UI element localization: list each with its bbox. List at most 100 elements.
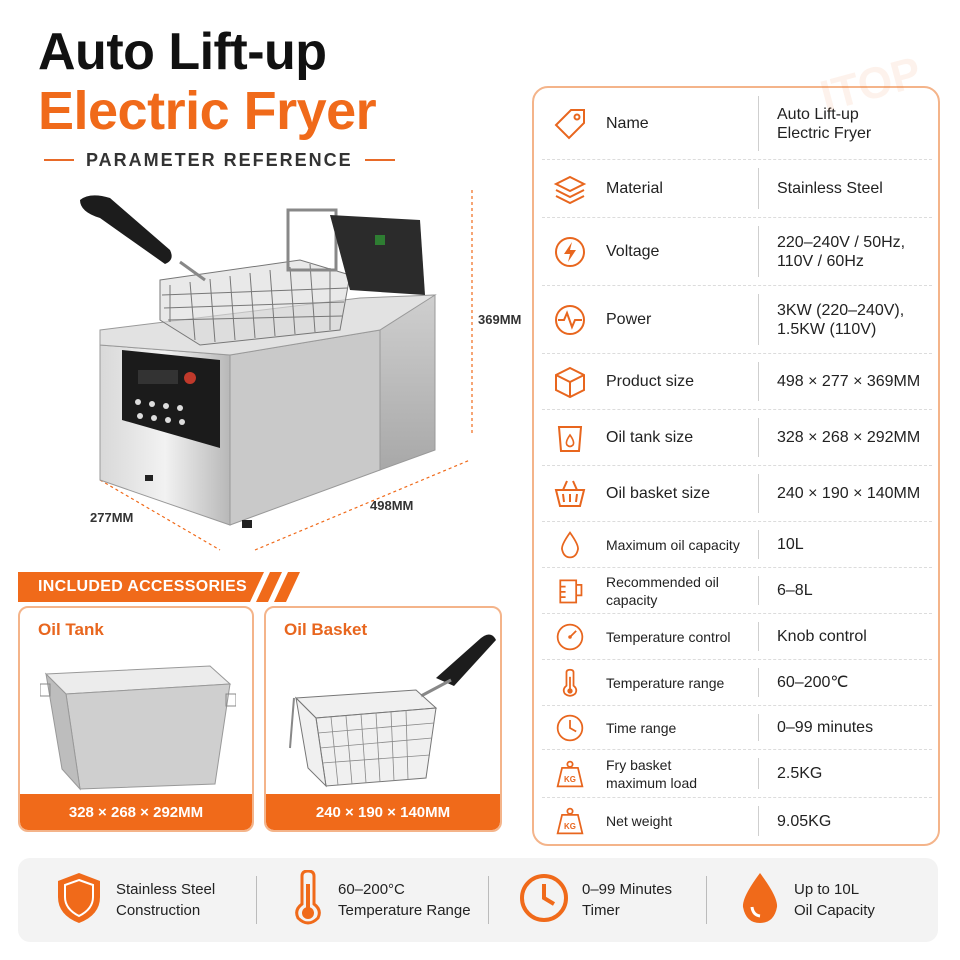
feature-text-line: Oil Capacity xyxy=(794,902,875,919)
weight-icon: KG xyxy=(542,759,598,789)
spec-value: 220–240V / 50Hz,110V / 60Hz xyxy=(759,233,932,271)
thermometer-icon xyxy=(542,668,598,698)
feature-text-line: Stainless Steel xyxy=(116,881,216,898)
spec-label-line: maximum load xyxy=(606,774,698,791)
divider xyxy=(256,876,257,924)
divider xyxy=(758,668,759,697)
spec-value: 9.05KG xyxy=(777,812,832,830)
divider xyxy=(758,226,759,277)
subtitle-rule-right xyxy=(364,159,395,161)
spec-value: 60–200℃ xyxy=(777,674,849,691)
oil-basket-image xyxy=(289,634,496,788)
accessories-header-text: INCLUDED ACCESSORIES xyxy=(38,578,247,595)
accessory-caption: 328 × 268 × 292MM xyxy=(20,794,252,830)
feature-oil-capacity: Up to 10L Oil Capacity xyxy=(738,858,875,942)
spec-value: 240 × 190 × 140MM xyxy=(777,485,921,502)
spec-row-product-size: Product size 498 × 277 × 369MM xyxy=(542,354,932,410)
spec-value: 328 × 268 × 292MM xyxy=(777,429,921,446)
weight-icon-text: KG xyxy=(564,822,576,831)
spec-label: Temperature range xyxy=(606,674,725,691)
spec-value: 0–99 minutes xyxy=(777,719,874,736)
feature-text: Up to 10L Oil Capacity xyxy=(794,879,875,921)
divider xyxy=(758,96,759,151)
spec-value-line: Electric Fryer xyxy=(777,124,872,142)
layers-icon xyxy=(542,172,598,206)
gauge-icon xyxy=(542,622,598,652)
accessory-oil-tank: Oil Tank 328 × 268 × 292MM xyxy=(18,606,254,832)
divider xyxy=(758,294,759,345)
feature-text-line: Up to 10L xyxy=(794,881,860,898)
subtitle: PARAMETER REFERENCE xyxy=(86,149,353,170)
divider xyxy=(758,362,759,401)
lightning-icon xyxy=(542,235,598,269)
divider xyxy=(758,576,759,605)
weight-icon: KG xyxy=(542,806,598,836)
tag-icon xyxy=(542,107,598,141)
title-line-1: Auto Lift-up xyxy=(38,23,327,81)
spec-value: 6–8L xyxy=(777,582,813,599)
accessory-label: Oil Tank xyxy=(38,620,104,639)
product-image: 369MM 498MM 277MM xyxy=(30,180,521,560)
spec-label: Temperature control xyxy=(606,628,731,645)
box-icon xyxy=(542,365,598,399)
feature-text-line: 0–99 Minutes xyxy=(582,881,673,898)
measuring-cup-icon xyxy=(542,576,598,606)
subtitle-rule-left xyxy=(44,159,74,161)
spec-value-line: 3KW (220–240V), xyxy=(777,301,905,319)
divider xyxy=(758,418,759,457)
divider xyxy=(758,622,759,651)
depth-dimension: 277MM xyxy=(90,510,134,525)
oil-tank-image xyxy=(40,665,236,791)
feature-text-line: Timer xyxy=(582,902,620,919)
height-dimension: 369MM xyxy=(478,312,522,327)
spec-row-power: Power 3KW (220–240V),1.5KW (110V) xyxy=(542,286,932,354)
spec-label-line: Fry basket xyxy=(606,756,672,773)
length-dimension: 498MM xyxy=(370,498,414,513)
spec-row-material: Material Stainless Steel xyxy=(542,160,932,218)
spec-value-line: 1.5KW (110V) xyxy=(777,320,877,338)
spec-value-line: 110V / 60Hz xyxy=(777,252,864,270)
drop-icon xyxy=(542,530,598,560)
clock-icon xyxy=(542,713,598,743)
spec-label: Voltage xyxy=(606,242,660,260)
spec-row-oil-basket-size: Oil basket size 240 × 190 × 140MM xyxy=(542,466,932,522)
subtitle-row: PARAMETER REFERENCE xyxy=(44,146,395,174)
divider xyxy=(488,876,489,924)
spec-value-line: 220–240V / 50Hz, xyxy=(777,233,906,251)
spec-label: Product size xyxy=(606,372,695,390)
spec-value: 10L xyxy=(777,536,804,553)
spec-value: Stainless Steel xyxy=(777,180,883,197)
spec-row-max-oil: Maximum oil capacity 10L xyxy=(542,522,932,568)
divider xyxy=(758,714,759,741)
accessory-label: Oil Basket xyxy=(284,620,368,639)
accessory-oil-basket: Oil Basket 240 × 190 × 140MM xyxy=(264,606,502,832)
divider xyxy=(758,168,759,209)
weight-icon-text: KG xyxy=(564,774,576,783)
divider xyxy=(758,530,759,559)
spec-value: 2.5KG xyxy=(777,765,823,782)
spec-label: Time range xyxy=(606,719,677,736)
spec-label: Oil tank size xyxy=(606,428,694,446)
title-line-2: Electric Fryer xyxy=(38,81,377,141)
spec-value-line: Auto Lift-up xyxy=(777,105,859,123)
spec-label: Power xyxy=(606,310,652,328)
divider xyxy=(758,806,759,836)
accessories-banner xyxy=(18,572,300,602)
spec-row-net-weight: KG Net weight 9.05KG xyxy=(542,798,932,844)
spec-label: Net weight xyxy=(606,813,673,829)
feature-text-line: Construction xyxy=(116,902,201,919)
spec-value: 3KW (220–240V),1.5KW (110V) xyxy=(759,301,932,339)
divider xyxy=(758,758,759,789)
spec-row-time-range: Time range 0–99 minutes xyxy=(542,706,932,750)
oil-drop-icon xyxy=(738,871,782,930)
